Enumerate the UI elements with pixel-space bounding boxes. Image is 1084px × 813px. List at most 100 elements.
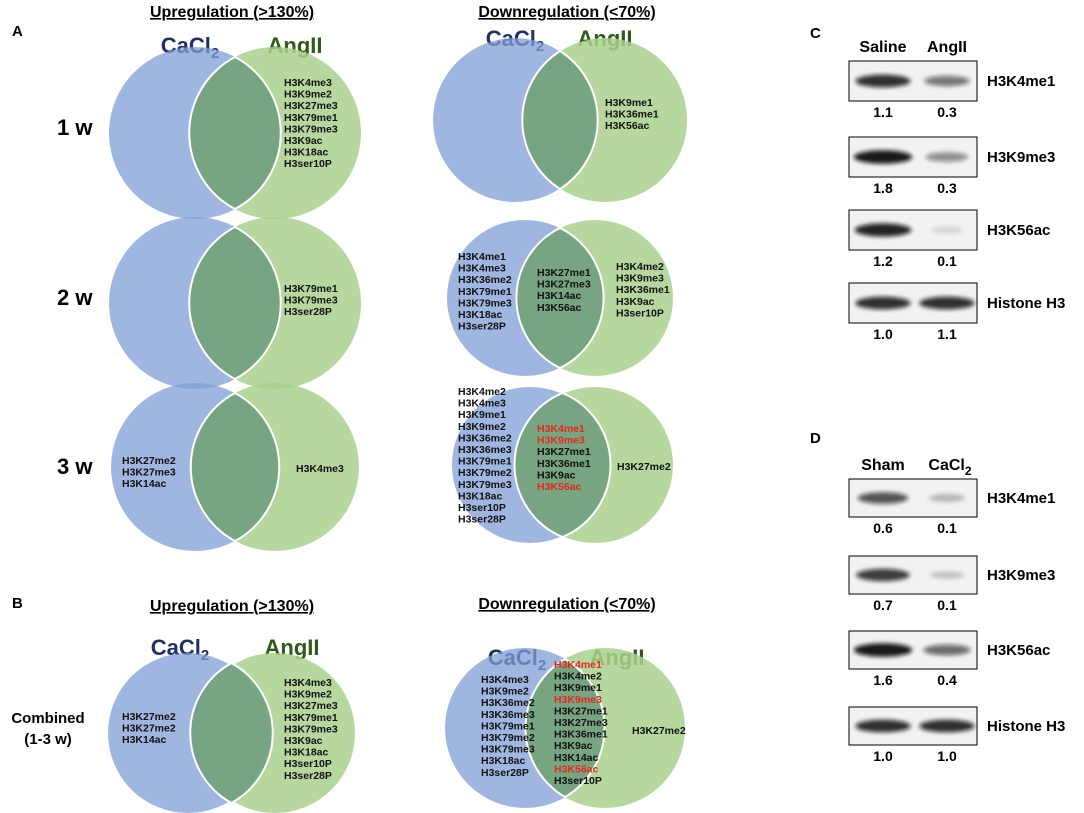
gene-label: H3K36me2 — [458, 274, 512, 286]
angii-only-set: H3K27me2 — [632, 725, 686, 737]
blot-band — [925, 152, 969, 162]
gene-label: H3K27me3 — [284, 100, 338, 112]
gene-label: H3K9me3 — [616, 273, 664, 285]
blot-row-label: H3K9me3 — [987, 567, 1055, 584]
venn-down-3w: H3K4me2H3K4me3H3K9me1H3K9me2H3K36me2H3K3… — [452, 386, 673, 543]
blot-band — [931, 226, 963, 234]
blot-quant-value: 0.1 — [937, 520, 957, 536]
gene-label: H3K4me2 — [458, 386, 506, 398]
blot-quant-value: 0.3 — [937, 180, 957, 196]
gene-label: H3K79me1 — [284, 112, 338, 124]
gene-label: H3K4me1 — [554, 659, 602, 671]
gene-label: H3K27me1 — [554, 705, 608, 717]
blot-quant-value: 0.4 — [937, 672, 957, 688]
gene-label: H3K9me2 — [458, 421, 506, 433]
gene-label: H3ser28P — [284, 770, 332, 782]
gene-label: H3K79me2 — [481, 732, 535, 744]
blot-band — [855, 296, 911, 310]
blot-band — [924, 75, 970, 87]
gene-label: H3K36me3 — [481, 709, 535, 721]
blot-c-col2: AngII — [927, 39, 967, 56]
blot-quant-value: 0.7 — [873, 597, 893, 613]
angii-only-set: H3K4me3 — [296, 463, 344, 475]
overlap-region — [515, 226, 605, 370]
gene-label: H3K79me1 — [284, 283, 338, 295]
overlap-set: H3K4me1H3K9me3H3K27me1H3K36me1H3K9acH3K5… — [537, 423, 591, 493]
row-label-combined: Combined — [11, 710, 84, 727]
blot-band — [854, 223, 912, 237]
gene-label: H3K27me3 — [284, 700, 338, 712]
gene-label: H3K36me2 — [458, 432, 512, 444]
gene-label: H3ser28P — [458, 514, 506, 526]
angii-only-set: H3K4me3H3K9me2H3K27me3H3K79me1H3K79me3H3… — [284, 77, 338, 170]
gene-label: H3K4me3 — [284, 77, 332, 89]
gene-label: H3K79me3 — [458, 297, 512, 309]
gene-label: H3K9me2 — [284, 689, 332, 701]
blot-row-label: H3K4me1 — [987, 73, 1055, 90]
gene-label: H3K79me3 — [458, 479, 512, 491]
gene-label: H3K79me1 — [284, 712, 338, 724]
venn-down-2w: H3K4me1H3K4me3H3K36me2H3K79me1H3K79me3H3… — [447, 220, 673, 376]
gene-label: H3K9ac — [284, 135, 323, 147]
blot-d-col1: Sham — [861, 457, 905, 474]
gene-label: H3K9me2 — [481, 686, 529, 698]
gene-label: H3K9me1 — [554, 682, 602, 694]
overlap-set: H3K4me1H3K4me2H3K9me1H3K9me3H3K27me1H3K2… — [554, 659, 608, 787]
overlap-region — [513, 391, 612, 539]
gene-label: H3K79me2 — [458, 467, 512, 479]
gene-label: H3K79me3 — [481, 744, 535, 756]
gene-label: H3K9ac — [537, 469, 576, 481]
venn-up-1w: CaCl2 AngII H3K4me3H3K9me2H3K27me3H3K79m… — [109, 33, 361, 219]
gene-label: H3K4me2 — [616, 261, 664, 273]
blot-band — [919, 719, 975, 733]
panel-label-d: D — [810, 430, 821, 447]
gene-label: H3K14ac — [554, 752, 599, 764]
gene-label: H3K14ac — [537, 290, 582, 302]
cacl2-only-set: H3K4me1H3K4me3H3K36me2H3K79me1H3K79me3H3… — [458, 251, 512, 333]
panel-label-a: A — [12, 23, 23, 40]
blot-band — [855, 74, 911, 88]
blot-band — [929, 494, 965, 502]
gene-label: H3ser10P — [284, 158, 332, 170]
overlap-region — [188, 225, 282, 381]
blot-quant-value: 0.3 — [937, 104, 957, 120]
blot-quant-value: 1.6 — [873, 672, 893, 688]
gene-label: H3K27me3 — [122, 467, 176, 479]
gene-label: H3K56ac — [537, 481, 582, 493]
blot-quant-value: 1.2 — [873, 253, 893, 269]
gene-label: H3K14ac — [122, 734, 167, 746]
blot-quant-value: 0.6 — [873, 520, 893, 536]
gene-label: H3K79me1 — [458, 456, 512, 468]
gene-label: H3K27me3 — [554, 717, 608, 729]
blot-row-label: Histone H3 — [987, 718, 1065, 735]
overlap-region — [189, 661, 274, 805]
gene-label: H3K4me1 — [458, 251, 506, 263]
gene-label: H3K4me3 — [458, 263, 506, 275]
gene-label: H3K79me3 — [284, 295, 338, 307]
gene-label: H3ser28P — [481, 767, 529, 779]
blot-quant-value: 1.0 — [873, 326, 893, 342]
gene-label: H3K4me2 — [554, 671, 602, 683]
gene-label: H3K9ac — [554, 740, 593, 752]
gene-label: H3K27me3 — [537, 279, 591, 291]
blot-row-label: H3K9me3 — [987, 149, 1055, 166]
gene-label: H3K36me1 — [605, 109, 659, 121]
gene-label: H3K27me2 — [617, 461, 671, 473]
blot-band — [929, 571, 965, 579]
gene-label: H3K56ac — [537, 302, 582, 314]
gene-label: H3K27me2 — [122, 723, 176, 735]
blot-band — [857, 492, 909, 504]
gene-label: H3K79me1 — [458, 286, 512, 298]
overlap-region — [189, 391, 281, 543]
gene-label: H3ser10P — [458, 502, 506, 514]
blot-band — [856, 568, 910, 582]
row-label-3w: 3 w — [57, 454, 93, 479]
gene-label: H3ser10P — [616, 307, 664, 319]
blot-quant-value: 0.1 — [937, 253, 957, 269]
blot-row-label: Histone H3 — [987, 295, 1065, 312]
